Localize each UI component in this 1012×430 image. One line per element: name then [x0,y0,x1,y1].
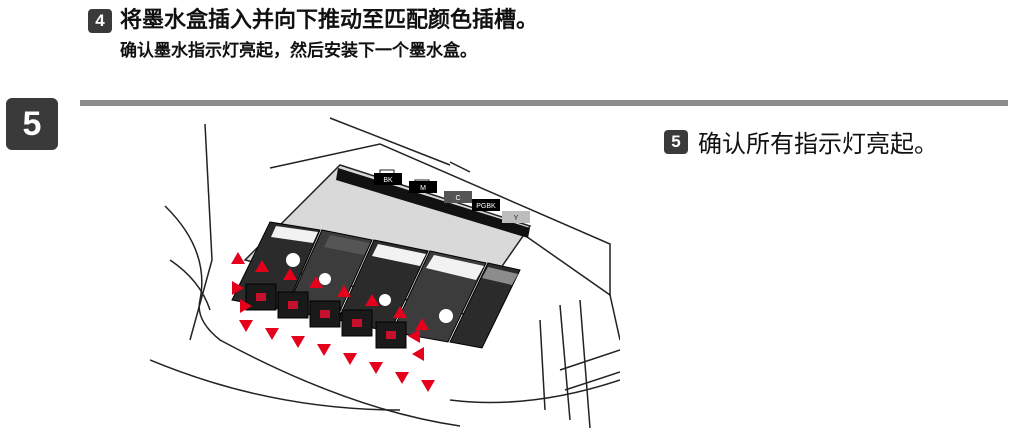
red-arrow-icon [239,320,253,332]
red-arrow-icon [412,347,424,361]
step-4-badge: 4 [88,9,112,33]
slot-label-group: BK M C PGBK Y [374,173,530,223]
ink-lamp [320,310,330,318]
slot-label: BK [383,177,393,184]
red-arrow-icon [337,285,351,297]
red-arrow-icon [265,328,279,340]
slot-label-bg [374,173,402,185]
slot-label: M [420,185,426,192]
step-5-instruction: 确认所有指示灯亮起。 [698,130,938,158]
step-5-badge: 5 [664,129,688,154]
red-arrow-icon [291,336,305,348]
slot-label-bg [472,199,500,211]
ink-lamp [352,319,362,327]
step-4-instruction: 将墨水盒插入并向下推动至匹配颜色插槽。 [120,8,539,33]
red-arrow-icon [232,281,244,295]
section-divider [80,100,1008,106]
red-arrow-icon [343,353,357,365]
red-arrow-icon [393,306,407,318]
step-5-heading: 5 确认所有指示灯亮起。 [664,124,938,159]
ink-lamp-group [256,293,396,339]
red-arrow-icon [408,329,420,343]
red-arrow-icon [415,318,429,330]
printer-ink-illustration: BK M C PGBK Y [150,117,620,428]
red-arrow-icon [240,299,252,313]
slot-label: C [455,195,460,202]
ink-lamp [288,301,298,309]
slot-label: Y [514,215,519,222]
red-arrow-icon [395,372,409,384]
step-4-instructions: 4 将墨水盒插入并向下推动至匹配颜色插槽。 确认墨水指示灯亮起，然后安装下一个墨… [88,6,538,64]
red-arrow-icon [317,344,331,356]
red-arrow-icon [255,260,269,272]
red-arrow-icon [369,362,383,374]
slot-label-bg [409,181,437,193]
step-4-heading: 4 将墨水盒插入并向下推动至匹配颜色插槽。 [88,6,538,36]
slot-label: PGBK [476,203,496,210]
red-arrow-icon [309,276,323,288]
red-arrow-icon [283,268,297,280]
red-arrow-icon [231,252,245,264]
ink-lamp [256,293,266,301]
slot-label-bg [444,191,472,203]
ink-cartridge-carriage [231,164,532,349]
step-4-sub-instruction: 确认墨水指示灯亮起，然后安装下一个墨水盒。 [120,41,477,61]
printer-housing [150,117,620,428]
ink-lamp [386,331,396,339]
slot-label-bg [502,211,530,223]
red-arrow-icon [365,294,379,306]
arrow-indicator-group [231,252,435,392]
step-5-big-badge: 5 [6,98,58,150]
red-arrow-icon [421,380,435,392]
